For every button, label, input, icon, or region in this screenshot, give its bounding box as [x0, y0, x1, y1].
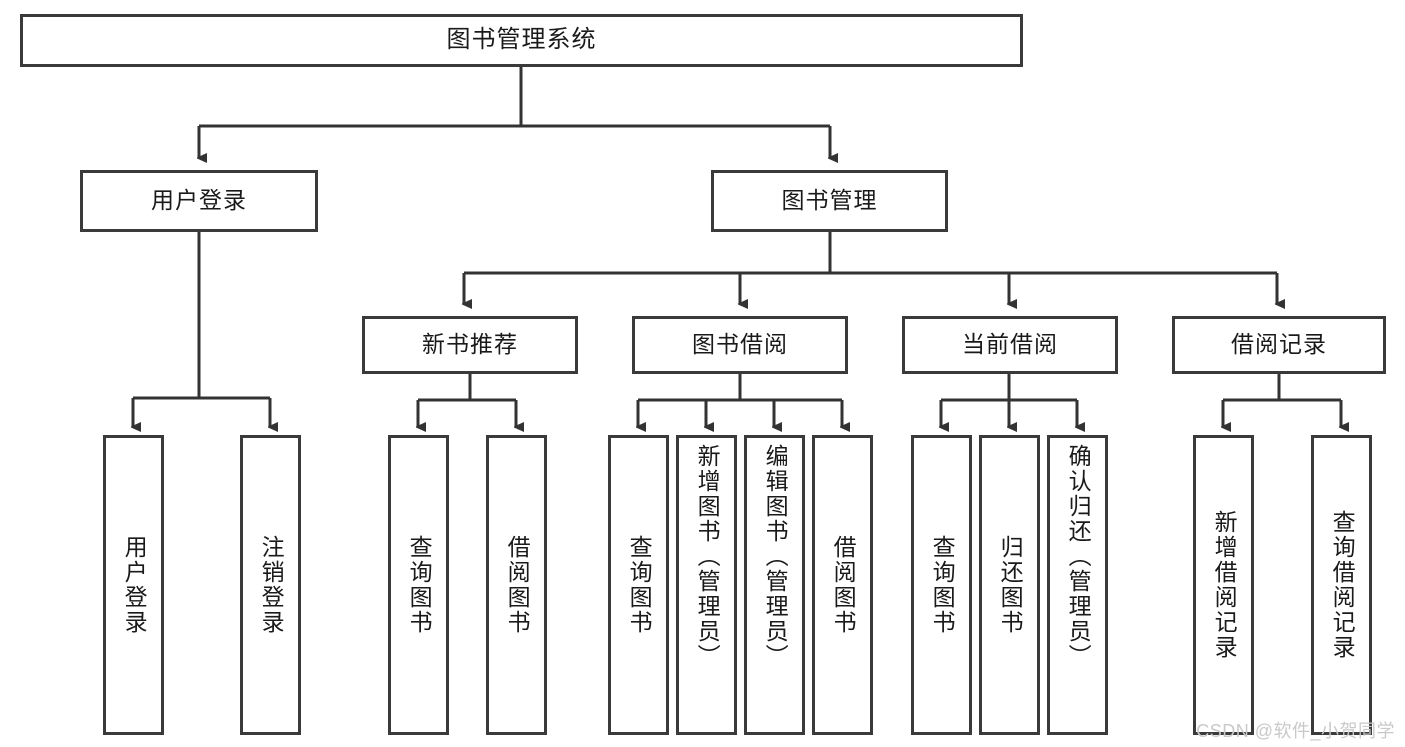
- leaf-query-book-current[interactable]: 查询图书: [911, 435, 972, 735]
- watermark: CSDN @软件_小贺同学: [1196, 721, 1395, 741]
- node-user-login[interactable]: 用户登录: [80, 170, 318, 232]
- node-book-borrow[interactable]: 图书借阅: [632, 316, 848, 374]
- node-current-borrow[interactable]: 当前借阅: [902, 316, 1118, 374]
- node-root[interactable]: 图书管理系统: [20, 14, 1023, 67]
- leaf-return-book[interactable]: 归还图书: [979, 435, 1040, 735]
- leaf-query-borrow-record[interactable]: 查询借阅记录: [1311, 435, 1372, 735]
- leaf-borrow-book-recommend[interactable]: 借阅图书: [486, 435, 547, 735]
- leaf-query-book-recommend[interactable]: 查询图书: [388, 435, 449, 735]
- leaf-borrow-book[interactable]: 借阅图书: [812, 435, 873, 735]
- leaf-query-book-borrow[interactable]: 查询图书: [608, 435, 669, 735]
- leaf-logout[interactable]: 注销登录: [240, 435, 301, 735]
- node-new-book-recommend[interactable]: 新书推荐: [362, 316, 578, 374]
- leaf-user-login[interactable]: 用户登录: [103, 435, 164, 735]
- node-book-management[interactable]: 图书管理: [711, 170, 948, 232]
- leaf-add-borrow-record[interactable]: 新增借阅记录: [1193, 435, 1254, 735]
- leaf-confirm-return-admin[interactable]: 确认归还（管理员）: [1047, 435, 1108, 735]
- leaf-edit-book-admin[interactable]: 编辑图书（管理员）: [744, 435, 805, 735]
- node-borrow-record[interactable]: 借阅记录: [1172, 316, 1386, 374]
- leaf-add-book-admin[interactable]: 新增图书（管理员）: [676, 435, 737, 735]
